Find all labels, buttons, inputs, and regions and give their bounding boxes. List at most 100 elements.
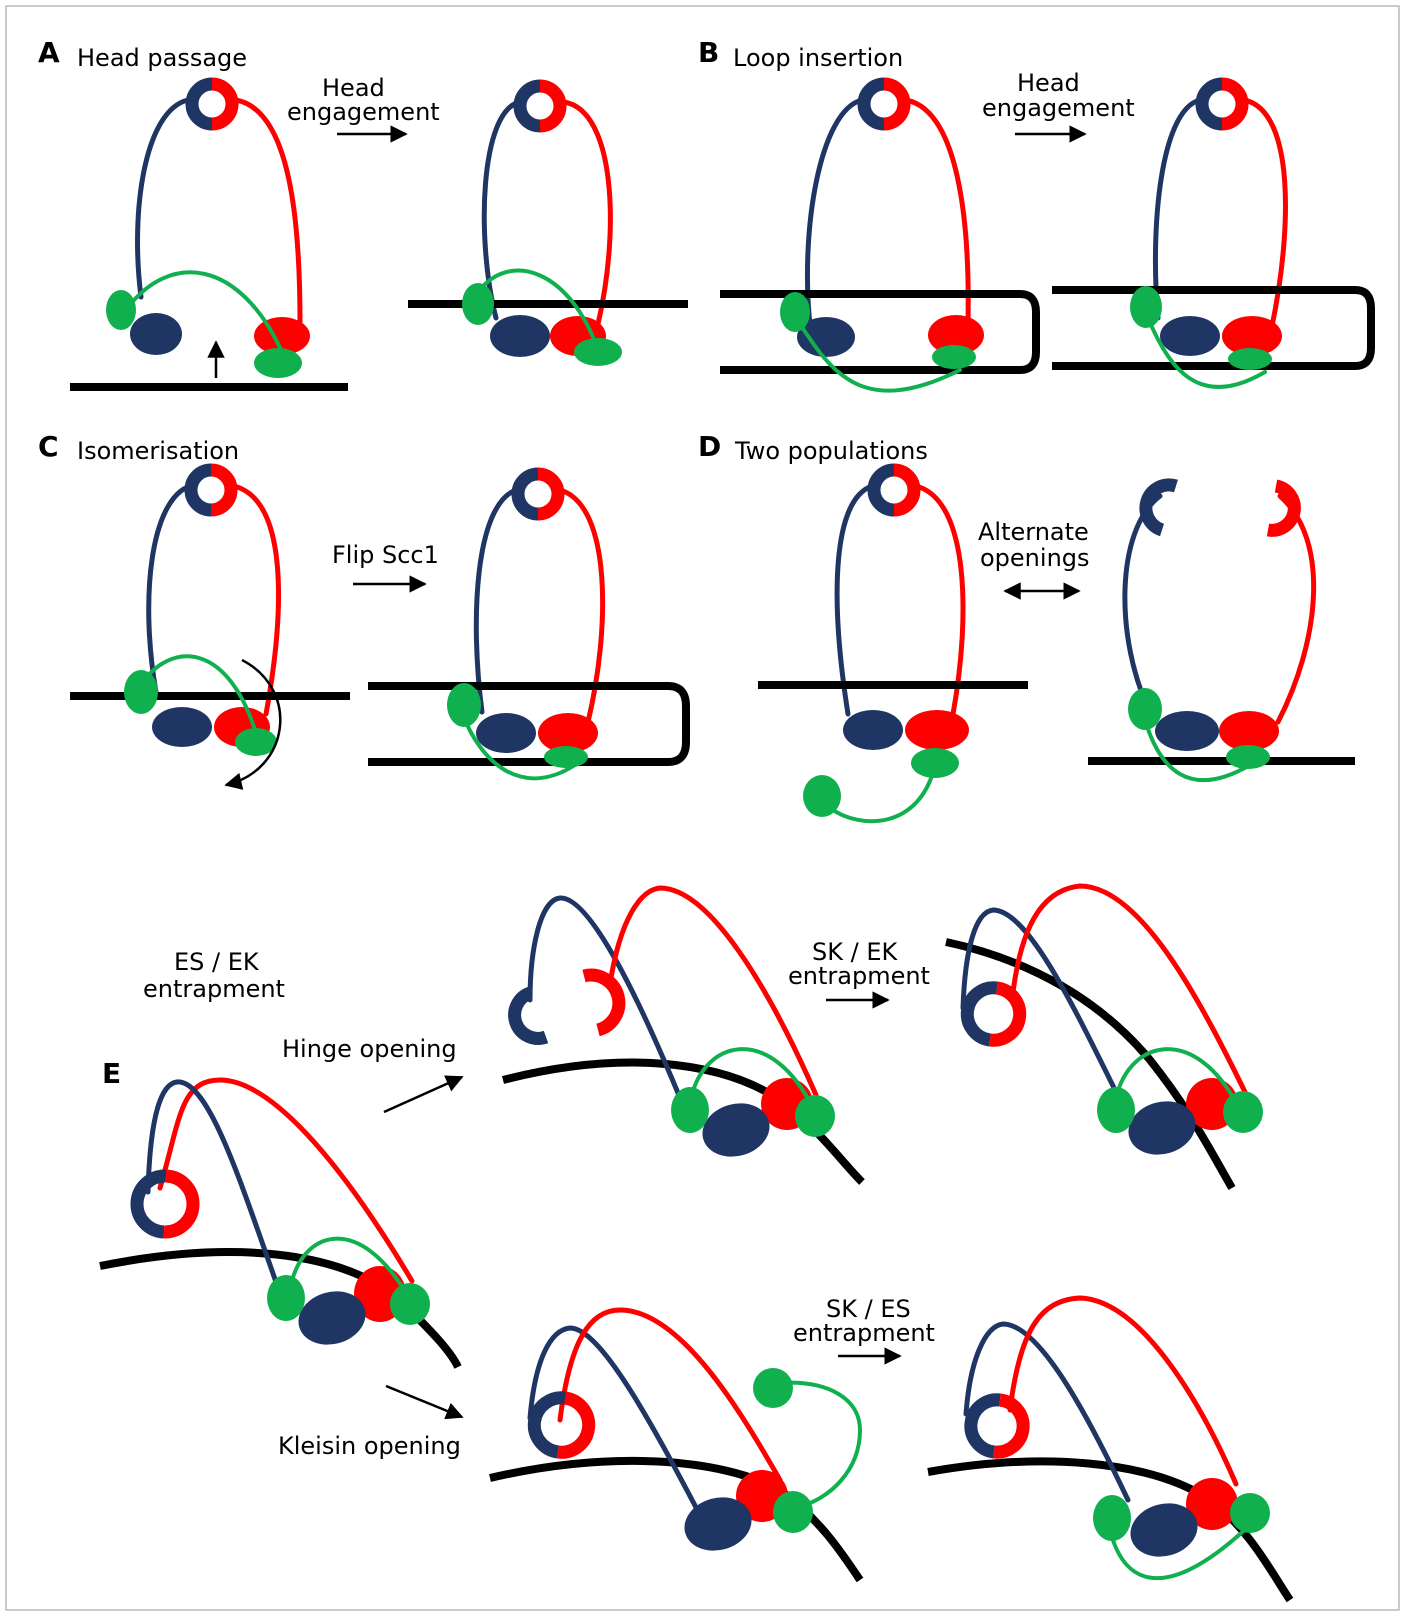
cohesin-e-start [100,1080,458,1367]
panel-c-letter: C [38,430,59,463]
hinge-smc1-open [584,975,619,1030]
cohesin-e-kleisin-open [490,1310,860,1580]
smc3-arm [484,102,520,318]
kleisin-c-terminus [1230,1493,1270,1533]
hinge-smc1 [1222,84,1242,124]
kleisin-n-terminus [106,290,136,330]
smc3-head [152,707,212,747]
kleisin-c-terminus [1228,348,1272,370]
panel-e: E ES / EK entrapment Hinge opening Kleis… [100,886,1290,1600]
kleisin-n-terminus [124,670,158,714]
cohesin-b1 [720,84,1036,391]
smc3-arm [138,100,188,297]
panel-a-arrow-label-2: engagement [287,98,440,126]
panel-b: B Loop insertion Head engagement [698,36,1371,391]
cohesin-a1 [70,84,348,387]
figure-frame [6,6,1399,1610]
panel-b-arrow-label-1: Head [1017,69,1080,97]
smc1-arm [906,100,968,322]
cohesin-a2 [408,86,688,366]
kleisin-n-terminus [1097,1087,1135,1133]
smc3-arm [530,1328,700,1515]
cohesin-d2 [1088,485,1355,780]
kleisin-c-terminus [932,345,976,369]
smc3-head [1160,316,1220,356]
smc3-head [130,313,182,355]
kleisin-c-terminus [254,348,302,378]
hinge-smc1 [990,988,1020,1040]
sk-ek-label-2: entrapment [788,962,930,990]
hinge-smc1 [884,84,904,124]
dna-loop [720,294,1036,370]
panel-c: C Isomerisation Flip Scc1 [38,430,686,785]
smc1-arm [1012,886,1245,1092]
hinge-smc1 [994,1400,1023,1452]
smc3-head [476,713,536,753]
kleisin-n-terminus [1093,1495,1131,1541]
hinge-smc1 [211,470,231,510]
kleisin-n-terminus [462,283,494,325]
cohesin-e-sk-es [928,1298,1290,1600]
hinge-smc1 [212,84,232,124]
kleisin-c-terminus [390,1283,430,1325]
panel-c-arrow-label: Flip Scc1 [332,541,439,569]
hinge-smc3 [864,84,884,124]
panel-e-entrapment-label-2: entrapment [143,975,285,1003]
panel-e-letter: E [102,1057,121,1090]
hinge-smc1 [164,1176,193,1232]
panel-c-title: Isomerisation [77,437,239,465]
panel-b-title: Loop insertion [733,44,903,72]
smc1-arm [236,100,300,322]
panel-b-letter: B [698,36,719,69]
smc1-head [1219,711,1279,751]
kleisin-c-terminus [544,746,588,768]
kleisin-n-terminus [671,1087,709,1133]
cohesin-e-hinge-open [503,888,862,1182]
hinge-smc3 [518,474,538,514]
panel-e-entrapment-label-1: ES / EK [174,948,260,976]
hinge-smc3 [520,86,540,126]
kleisin [780,1383,860,1508]
hinge-smc1 [894,470,914,510]
cohesin-c1 [70,470,350,785]
hinge-smc1 [540,86,560,126]
kleisin-c-terminus [1223,1091,1263,1133]
kleisin-n-terminus [447,683,481,727]
smc3-head [843,710,903,750]
smc1-arm [916,486,963,714]
kleisin-n-terminus [267,1275,305,1321]
kleisin-opening-arrow [386,1386,462,1417]
kleisin-n-terminus [803,775,841,817]
kleisin-n-terminus [780,292,810,332]
hinge-smc3 [1202,84,1222,124]
smc3-head [490,315,550,357]
panel-d-title: Two populations [734,437,928,465]
panel-d: D Two populations Alternate openings [698,430,1355,821]
kleisin-opening-label: Kleisin opening [278,1432,461,1460]
cohesin-c2 [368,474,686,778]
smc3-arm [1155,100,1200,318]
kleisin-c-terminus [574,338,622,366]
hinge-smc3 [192,84,212,124]
hinge-smc3 [971,1400,1000,1452]
hinge-smc1 [538,474,558,514]
kleisin-c-terminus [795,1095,835,1137]
kleisin-n-terminus [1130,286,1162,328]
panel-a: A Head passage Head engagement [38,36,688,387]
kleisin-n-terminus [753,1368,793,1408]
kleisin-c-terminus [911,748,959,778]
smc3-head [1155,711,1219,751]
smc1-arm [564,102,610,324]
smc3-arm [530,898,685,1110]
smc1-arm [1010,1298,1236,1484]
panel-d-arrow-label-2: openings [980,544,1090,572]
smc3-arm [966,1324,1128,1500]
smc1-arm [234,486,278,714]
dna [946,942,1232,1188]
panel-a-title: Head passage [77,44,247,72]
cohesin-e-sk-ek [946,886,1263,1188]
panel-d-letter: D [698,430,721,463]
hinge-opening-arrow [384,1077,462,1112]
cohesin-b2 [1052,84,1371,387]
